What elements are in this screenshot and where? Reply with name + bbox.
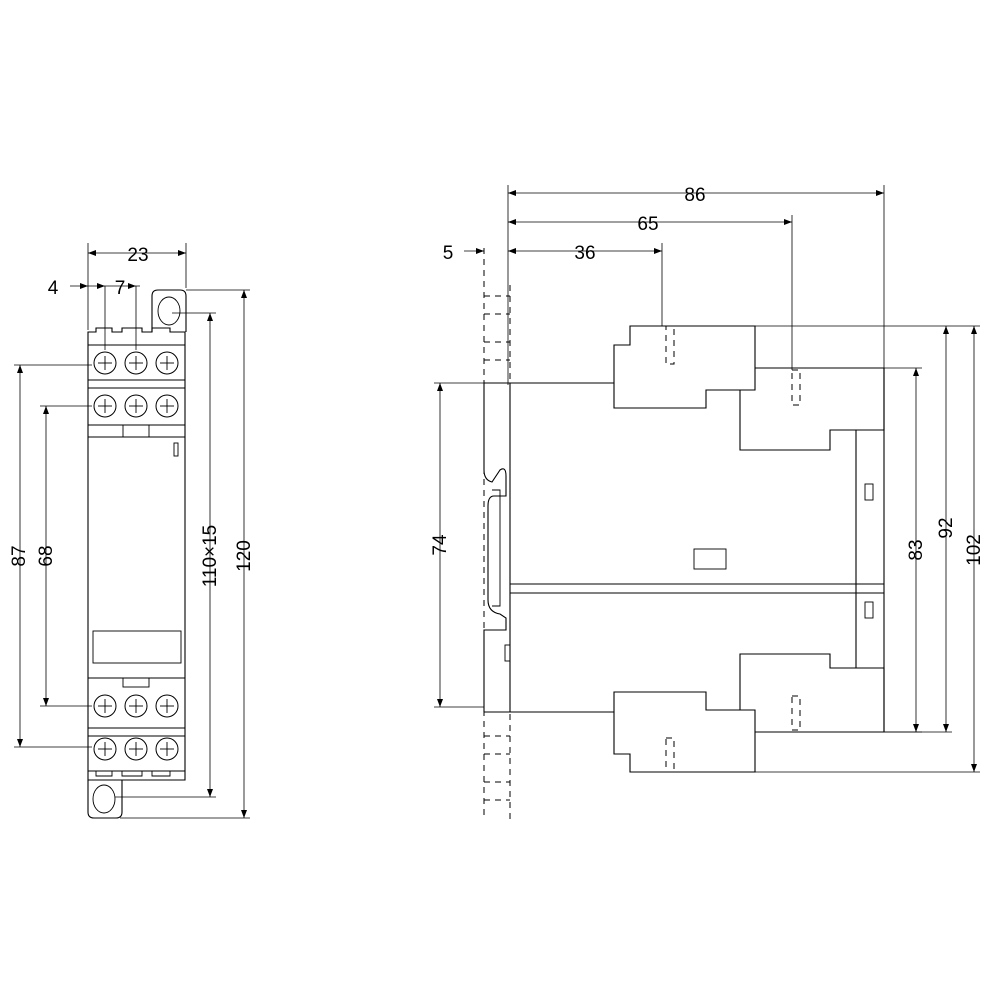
front-view-dimensions: 23 4 7 87 68 110×15 120	[9, 243, 255, 819]
front-view	[87, 289, 187, 819]
dim-screw-pitch: 7	[115, 278, 126, 299]
side-housing-outline	[484, 382, 614, 713]
dim-depth-front: 36	[574, 243, 595, 264]
rail-clip	[483, 383, 507, 712]
dim-height-body: 83	[906, 539, 927, 560]
terminal-row-2	[93, 394, 179, 418]
dim-offset-left: 4	[48, 278, 59, 299]
dim-width-total: 23	[127, 245, 148, 266]
front-top-mount-tab	[151, 289, 187, 332]
front-indicator-slot	[173, 442, 179, 457]
dim-height-total: 120	[234, 540, 255, 572]
front-label-tab-bottom	[122, 677, 150, 688]
front-bottom-mount-tab	[87, 780, 123, 819]
side-right-body	[855, 368, 885, 732]
front-label-tab-top	[122, 424, 150, 438]
dim-rail-offset: 5	[443, 243, 454, 264]
side-label-slot	[693, 548, 727, 570]
side-view-dimensions: 86 65 36 5 74 83 92 102	[430, 185, 985, 773]
bottom-terminal-step	[739, 653, 885, 733]
terminal-row-1	[93, 351, 179, 375]
dim-rail-height: 74	[430, 534, 451, 556]
side-view	[483, 248, 885, 820]
top-terminal-block	[613, 325, 756, 409]
dim-depth-total: 86	[684, 185, 705, 206]
dim-height-terminals: 92	[936, 517, 957, 538]
dim-depth-mid: 65	[637, 214, 658, 235]
bottom-mount-hole-icon	[92, 784, 116, 814]
bottom-terminal-block	[613, 691, 756, 773]
dim-height-total-side: 102	[964, 534, 985, 566]
dim-height-inner-terminals: 68	[36, 545, 57, 566]
front-body-outline	[87, 327, 186, 781]
terminal-row-4	[93, 737, 179, 761]
top-mount-hole-icon	[157, 296, 181, 326]
terminal-row-3	[93, 694, 179, 718]
dim-height-outer-terminals: 87	[9, 545, 30, 566]
top-terminal-step	[739, 367, 885, 451]
dim-mounting-holes: 110×15	[200, 525, 221, 588]
front-label-window	[92, 630, 182, 664]
